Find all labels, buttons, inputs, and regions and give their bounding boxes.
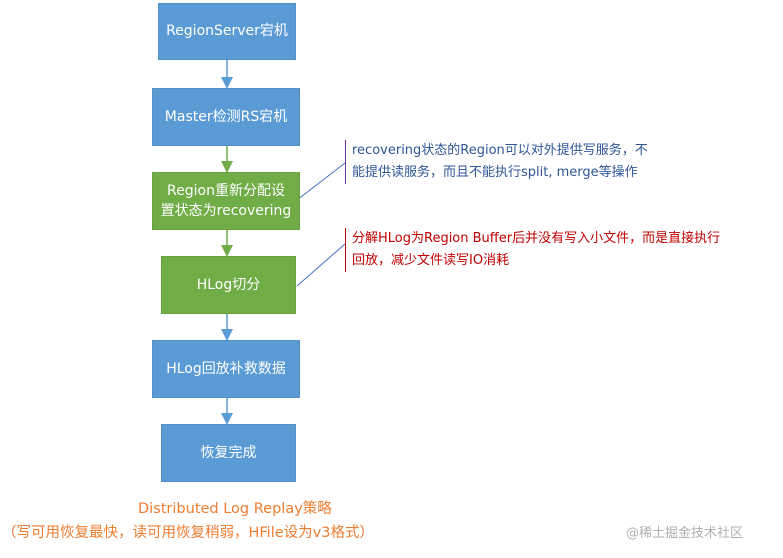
step-recovery-complete-label: 恢复完成 xyxy=(200,444,257,461)
step-hlog-replay: HLog回放补救数据 xyxy=(152,340,300,398)
step-regionserver-down-label: RegionServer宕机 xyxy=(166,23,288,40)
step-master-detects-rs-down: Master检测RS宕机 xyxy=(152,88,300,146)
step-regionserver-down: RegionServer宕机 xyxy=(158,3,296,60)
note-split-line2: 回放，减少文件读写IO消耗 xyxy=(352,253,510,268)
caption-strategy-detail: （写可用恢复最快，读可用恢复稍弱，HFile设为v3格式） xyxy=(2,525,374,541)
note-split-line1: 分解HLog为Region Buffer后并没有写入小文件，而是直接执行 xyxy=(352,231,721,246)
step-region-reassign-recovering: Region重新分配设 置状态为recovering xyxy=(152,172,300,230)
note-recovering-line2: 能提供读服务，而且不能执行split, merge等操作 xyxy=(352,165,638,180)
leader-line-split-note xyxy=(296,243,346,287)
note-hlog-split: 分解HLog为Region Buffer后并没有写入小文件，而是直接执行 回放，… xyxy=(345,228,720,272)
step-region-reassign-label: Region重新分配设 置状态为recovering xyxy=(160,182,292,219)
leader-line-recovering-note xyxy=(296,162,346,201)
watermark: @稀土掘金技术社区 xyxy=(626,526,744,541)
note-recovering-state: recovering状态的Region可以对外提供写服务，不 能提供读服务，而且… xyxy=(345,140,648,184)
caption-strategy-title: Distributed Log Replay策略 xyxy=(138,501,332,517)
step-hlog-split: HLog切分 xyxy=(161,256,296,314)
step-master-detects-label: Master检测RS宕机 xyxy=(164,108,288,125)
step-hlog-split-label: HLog切分 xyxy=(196,276,261,293)
step-recovery-complete: 恢复完成 xyxy=(161,424,296,482)
step-hlog-replay-label: HLog回放补救数据 xyxy=(166,360,286,377)
note-recovering-line1: recovering状态的Region可以对外提供写服务，不 xyxy=(352,143,648,158)
